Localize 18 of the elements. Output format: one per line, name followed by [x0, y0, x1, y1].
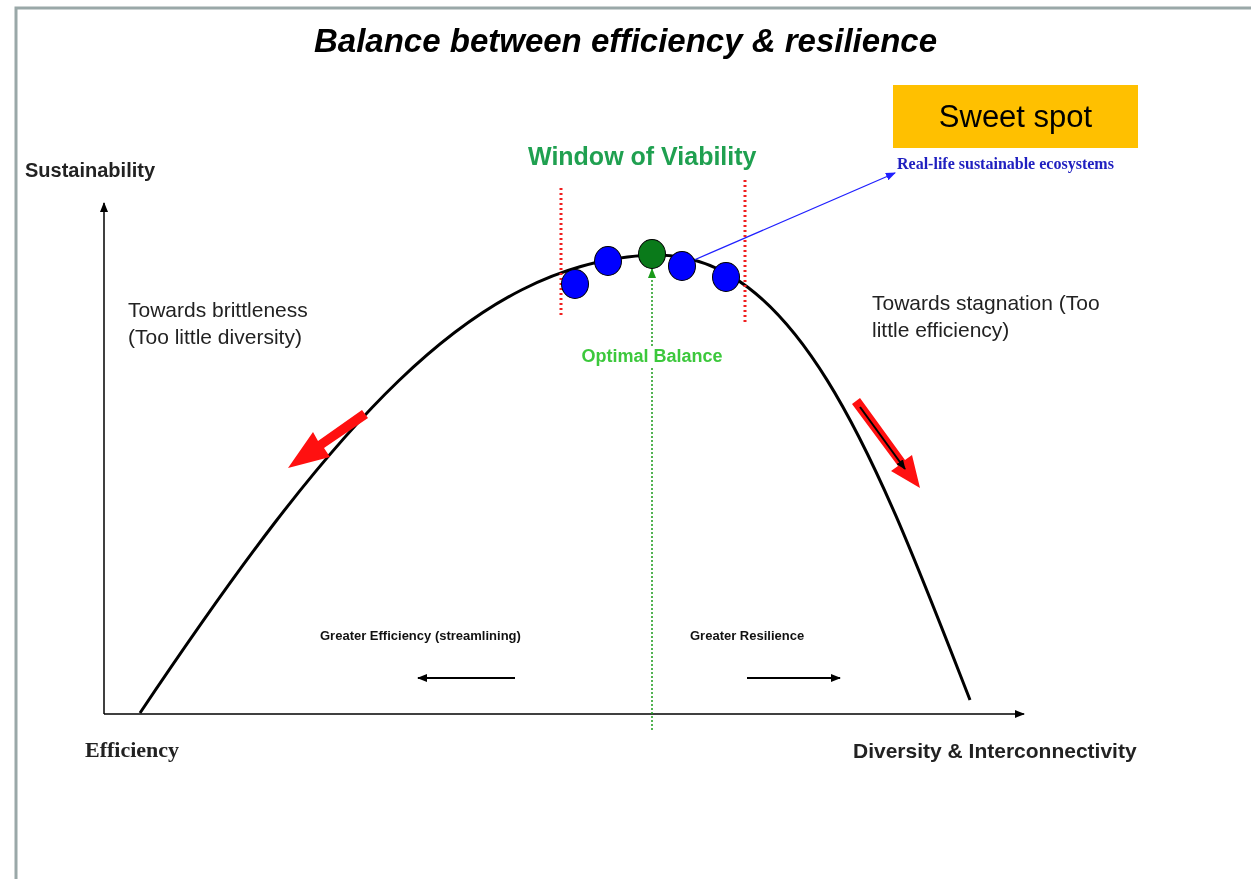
ecosystem-dot — [668, 251, 696, 281]
highlight-box: Sweet spot — [893, 85, 1138, 148]
direction-label: Greater Resilience — [690, 628, 806, 645]
callout-text: Real-life sustainable ecosystems — [897, 155, 1114, 173]
title: Balance between efficiency & resilience — [313, 22, 938, 60]
ecosystem-dot — [712, 262, 740, 292]
arrow — [694, 172, 896, 261]
annotation: Towards stagnation (Too little efficiency) — [872, 290, 1101, 344]
axis-label: Efficiency — [85, 736, 181, 764]
annotation: Towards brittleness (Too little diversity) — [128, 297, 309, 351]
ecosystem-dot — [594, 246, 622, 276]
direction-label: Greater Efficiency (streamlining) — [320, 628, 522, 645]
dotted-arrow — [648, 268, 656, 731]
window-label: Window of Viability — [528, 141, 758, 172]
ecosystem-dot — [561, 269, 589, 299]
axis-label: Sustainability — [25, 158, 157, 183]
axis-label: Diversity & Interconnectivity — [853, 738, 1138, 764]
ecosystem-dot — [638, 239, 666, 269]
